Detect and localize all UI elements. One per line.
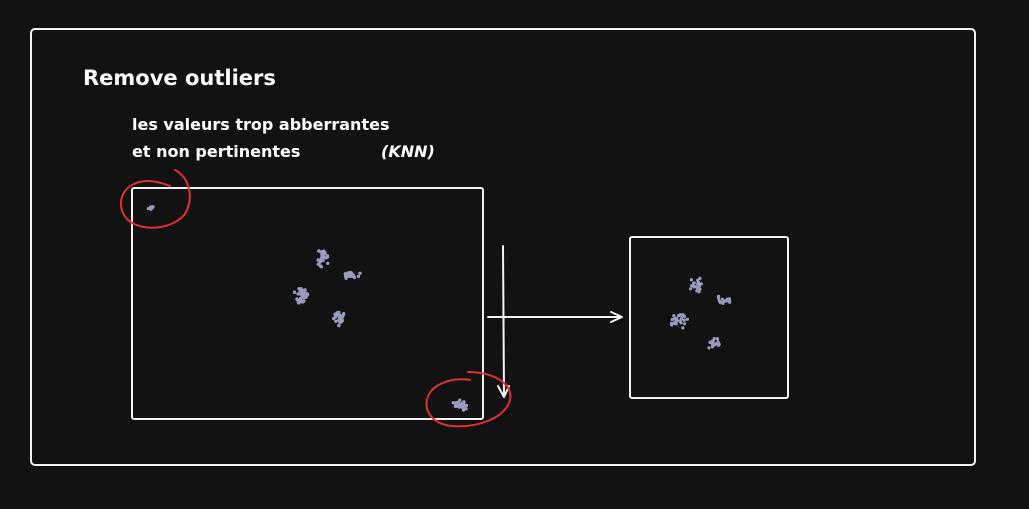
scatter-point [708, 340, 712, 344]
scatter-point [301, 295, 306, 300]
scatter-point [343, 272, 347, 276]
scatter-point [358, 271, 362, 275]
scatter-point [151, 205, 155, 209]
scatter-point [707, 346, 711, 350]
outlier-circle-bottom-right [425, 371, 512, 428]
scatter-point [692, 281, 696, 285]
scatter-point [326, 261, 330, 265]
scatter-point [678, 313, 683, 317]
scatter-point [681, 326, 685, 330]
down-arrow [497, 245, 510, 398]
scatter-point [302, 291, 306, 295]
scatter-point [685, 317, 690, 321]
main-cluster-points [292, 249, 362, 328]
scatter-point [689, 278, 694, 282]
scatter-point [672, 314, 676, 318]
scatter-point [334, 319, 338, 323]
scatter-point [338, 313, 342, 318]
scatter-point [296, 299, 301, 303]
outlier-circle-top-left [119, 169, 191, 229]
transform-arrow [487, 311, 623, 323]
scatter-point [146, 207, 150, 211]
scatter-point [698, 276, 702, 280]
scatter-point [451, 401, 455, 405]
scatter-point [305, 292, 310, 297]
scatter-point [342, 312, 346, 316]
note-line-1: les valeurs trop abberrantes [132, 115, 389, 134]
scatter-point [337, 323, 341, 328]
scatter-point [321, 257, 325, 262]
scatter-point [679, 318, 683, 322]
scatter-point [682, 322, 687, 326]
note-method: (KNN) [381, 142, 435, 161]
outlier-points-bottom-right [451, 398, 469, 412]
cleaned-cluster-points [669, 276, 732, 350]
scatter-point [339, 320, 343, 324]
scatter-point [716, 296, 721, 300]
scatter-point [304, 295, 308, 299]
scatter-point [458, 398, 462, 402]
scatter-point [458, 404, 462, 409]
scatter-point [319, 265, 324, 269]
scatter-point [317, 249, 321, 253]
scatter-point [356, 274, 361, 279]
scatter-point [727, 297, 731, 301]
scatter-point [723, 299, 728, 303]
scatter-point [462, 405, 467, 409]
scatter-point [670, 317, 674, 322]
outer-frame [30, 28, 976, 466]
scatter-point [303, 288, 307, 292]
scatter-point [349, 271, 354, 275]
cleaned-scatter-box [629, 236, 789, 399]
scatter-point [696, 282, 700, 286]
scatter-point [340, 315, 345, 319]
outlier-points-top-left [146, 205, 155, 211]
scatter-point [292, 290, 297, 294]
scatter-point [325, 254, 330, 258]
scatter-point [716, 340, 720, 344]
scatter-point [670, 323, 674, 327]
scatter-point [302, 299, 306, 303]
scatter-point [459, 402, 463, 406]
scatter-point [717, 299, 722, 303]
scatter-point [321, 249, 326, 254]
scatter-point [338, 317, 342, 321]
scatter-point [716, 343, 721, 347]
scatter-point [711, 339, 715, 343]
scatter-point [682, 318, 687, 322]
scatter-point [335, 313, 340, 317]
scatter-point [674, 322, 678, 326]
scatter-point [298, 296, 303, 301]
scatter-point [454, 402, 458, 406]
scatter-point [681, 313, 685, 317]
scatter-point [689, 287, 693, 291]
note-line-2: et non pertinentes [132, 142, 300, 161]
scatter-point [715, 337, 720, 341]
scatter-point [674, 319, 679, 323]
scatter-point [695, 289, 699, 293]
scatter-point [692, 284, 696, 288]
scatter-point [711, 343, 716, 348]
scatter-point [318, 260, 322, 264]
scatter-point [721, 301, 725, 305]
source-scatter-box [131, 187, 484, 420]
scatter-point [346, 271, 350, 275]
frame-title: Remove outliers [83, 66, 276, 90]
scatter-point [344, 276, 348, 280]
scatter-point [699, 282, 704, 286]
scatter-point [299, 287, 303, 291]
